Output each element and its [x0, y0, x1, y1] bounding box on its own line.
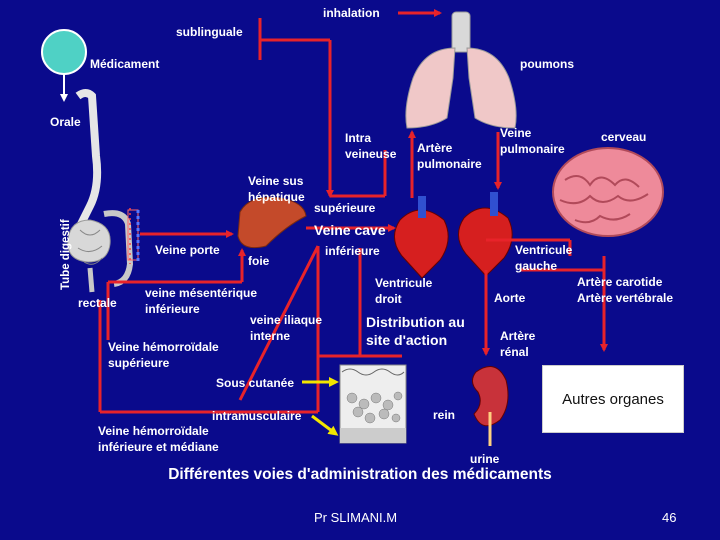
label-tube-digestif: Tube digestif: [60, 219, 72, 290]
label-ventricule-gauche-2: gauche: [515, 259, 558, 273]
label-rectale: rectale: [78, 296, 117, 310]
label-ventricule-droit-1: Ventricule: [375, 276, 433, 290]
label-sublinguale: sublinguale: [176, 25, 243, 39]
pill-icon: [41, 29, 87, 75]
label-veine-sus-1: Veine sus: [248, 174, 304, 188]
diagram-title: Différentes voies d'administration des m…: [168, 466, 552, 483]
autres-organes-box: Autres organes: [542, 365, 684, 433]
label-veine-hemorroidale-inf-1: Veine hémorroïdale: [98, 424, 209, 438]
label-inferieure: inférieure: [325, 244, 380, 258]
footer-page-number: 46: [662, 510, 677, 525]
kidney-icon: [472, 366, 509, 446]
label-veine-mesenterique-1: veine mésentérique: [145, 286, 258, 300]
label-veineuse: veineuse: [345, 147, 397, 161]
label-orale: Orale: [50, 115, 81, 129]
label-veine-sus-2: hépatique: [248, 190, 305, 204]
intramusculaire-arrow: [311, 414, 339, 436]
label-aorte: Aorte: [494, 291, 526, 305]
label-rein: rein: [433, 408, 456, 422]
label-foie: foie: [248, 254, 270, 268]
label-distribution-1: Distribution au: [366, 314, 465, 330]
label-veine-cave: Veine cave: [314, 222, 386, 238]
label-poumons: poumons: [520, 57, 574, 71]
label-artere-vertebrale: Artère vertébrale: [577, 291, 674, 305]
label-veine-pulmonaire-1: Veine: [500, 126, 532, 140]
label-veine-mesenterique-2: inférieure: [145, 302, 200, 316]
skin-tissue-icon: [339, 364, 407, 444]
heart-left-icon: [458, 192, 513, 277]
label-artere-pulmonaire-2: pulmonaire: [417, 157, 482, 171]
heart-right-icon: [394, 196, 449, 279]
label-intramusculaire: intramusculaire: [212, 409, 302, 423]
label-sous-cutanee: Sous cutanée: [216, 376, 295, 390]
label-artere-carotide: Artère carotide: [577, 275, 663, 289]
label-veine-hemorroidale-sup-2: supérieure: [108, 356, 170, 370]
label-intra: Intra: [345, 131, 372, 145]
brain-icon: [552, 147, 664, 237]
label-urine: urine: [470, 452, 500, 466]
label-veine-pulmonaire-2: pulmonaire: [500, 142, 565, 156]
label-inhalation: inhalation: [323, 6, 380, 20]
label-artere-renal-2: rénal: [500, 345, 529, 359]
label-veine-iliaque-1: veine iliaque: [250, 313, 323, 327]
label-veine-iliaque-2: interne: [250, 329, 291, 343]
liver-icon: [237, 196, 307, 249]
label-medicament: Médicament: [90, 57, 160, 71]
label-distribution-2: site d'action: [366, 332, 448, 348]
label-cerveau: cerveau: [601, 130, 647, 144]
label-ventricule-droit-2: droit: [375, 292, 402, 306]
circulation-arrows: [98, 9, 608, 414]
label-superieure: supérieure: [314, 201, 376, 215]
label-artere-renal-1: Artère: [500, 329, 536, 343]
label-veine-hemorroidale-inf-2: inférieure et médiane: [98, 440, 219, 454]
footer-author: Pr SLIMANI.M: [314, 510, 398, 525]
label-veine-porte: Veine porte: [155, 243, 220, 257]
label-ventricule-gauche-1: Ventricule: [515, 243, 573, 257]
lungs-icon: [405, 11, 517, 129]
label-artere-pulmonaire-1: Artère: [417, 141, 453, 155]
label-veine-hemorroidale-sup-1: Veine hémorroïdale: [108, 340, 219, 354]
